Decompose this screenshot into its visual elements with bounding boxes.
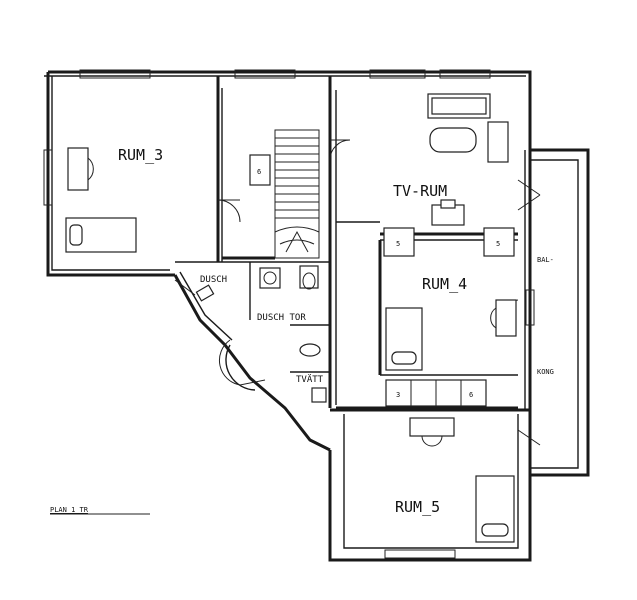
interior-walls bbox=[175, 76, 518, 410]
plan-label: PLAN 1 TR bbox=[50, 506, 89, 514]
cabinet-marks: 6 5 5 3 6 bbox=[257, 168, 500, 399]
label-tv-rum: TV-RUM bbox=[393, 182, 447, 200]
mark-rum3-stove: 6 bbox=[257, 168, 261, 176]
label-tvatt: TVÄTT bbox=[296, 374, 324, 385]
windows bbox=[43, 69, 535, 559]
mark-tv-right: 5 bbox=[496, 240, 500, 248]
label-rum4: RUM_4 bbox=[422, 275, 467, 293]
staircase bbox=[274, 129, 320, 259]
outer-walls bbox=[44, 70, 532, 562]
label-dusch-tor: DUSCH TOR bbox=[257, 313, 306, 323]
label-balcony-bottom: KONG bbox=[537, 368, 554, 376]
tv-right-cabinet bbox=[483, 227, 515, 257]
label-balcony-top: BAL- bbox=[537, 256, 554, 264]
balcony bbox=[530, 148, 590, 477]
label-rum5: RUM_5 bbox=[395, 498, 440, 516]
room-labels: RUM_3 TV-RUM RUM_4 RUM_5 DUSCH DUSCH TOR… bbox=[118, 146, 554, 516]
furniture bbox=[65, 93, 517, 543]
tv-left-cabinet bbox=[383, 227, 415, 257]
label-dusch: DUSCH bbox=[200, 275, 227, 285]
mark-tv-left: 5 bbox=[396, 240, 400, 248]
mark-rum4-closet-left: 3 bbox=[396, 391, 400, 399]
label-rum3: RUM_3 bbox=[118, 146, 163, 164]
rum3-cabinet bbox=[249, 154, 271, 186]
mark-rum4-closet-right: 6 bbox=[469, 391, 473, 399]
